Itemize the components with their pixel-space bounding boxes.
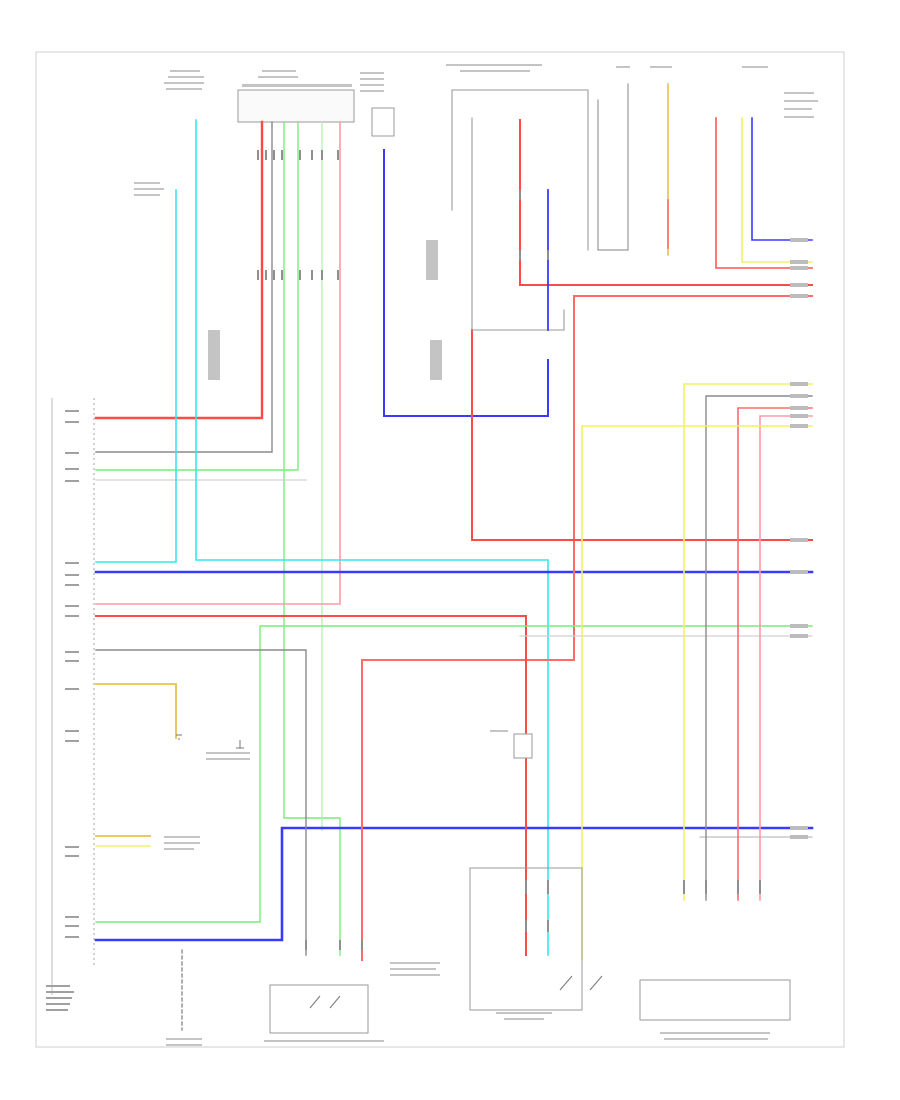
wire-green-1 [95, 121, 299, 471]
wire-gray-6 [705, 395, 813, 901]
switch-symbol-2 [559, 975, 603, 991]
wire-cyan-2 [195, 119, 549, 956]
wire-red-3 [361, 295, 813, 961]
wire-pink-1 [95, 121, 341, 605]
wire-gray-3 [95, 649, 307, 956]
upper-connector-block [237, 89, 355, 123]
ground-symbol-1 [176, 734, 182, 740]
wire-yellow-2 [581, 425, 813, 961]
bottom-relay-left [269, 984, 369, 1034]
wires [94, 83, 814, 1031]
diagram-frame [35, 51, 845, 1048]
wire-blue-4 [751, 117, 813, 241]
wire-red-8 [715, 117, 813, 269]
components [176, 107, 791, 1034]
wire-red-2 [519, 119, 813, 286]
connector-marks [257, 150, 761, 950]
wire-yellow-1 [683, 383, 813, 901]
left-control-module [46, 398, 95, 1011]
small-connector [371, 107, 395, 137]
wire-blue-2 [383, 149, 549, 417]
relay-box [513, 733, 533, 759]
wire-yellow-3 [741, 117, 813, 263]
right-terminals [790, 238, 808, 839]
wire-cyan-1 [95, 189, 177, 563]
wire-red-4 [471, 329, 813, 541]
wire-orange-1 [95, 683, 177, 739]
wire-gray-1 [95, 121, 273, 453]
faint-labels [134, 64, 818, 1046]
wire-gray-8 [451, 89, 589, 251]
wire-green-4 [95, 625, 813, 923]
bottom-relay-center [469, 867, 583, 1011]
wire-green-2 [283, 121, 341, 956]
bottom-relay-right [639, 979, 791, 1021]
wire-red-1 [94, 120, 264, 420]
wire-red-6 [737, 407, 813, 901]
wire-blue-3 [94, 826, 814, 942]
wire-gray-7 [597, 83, 629, 251]
wire-red-5 [95, 615, 527, 956]
switch-symbol-1 [309, 995, 341, 1009]
ground-symbol-2 [236, 740, 244, 749]
wire-gray-10 [471, 117, 565, 331]
left-module-pin-labels [46, 410, 79, 1011]
